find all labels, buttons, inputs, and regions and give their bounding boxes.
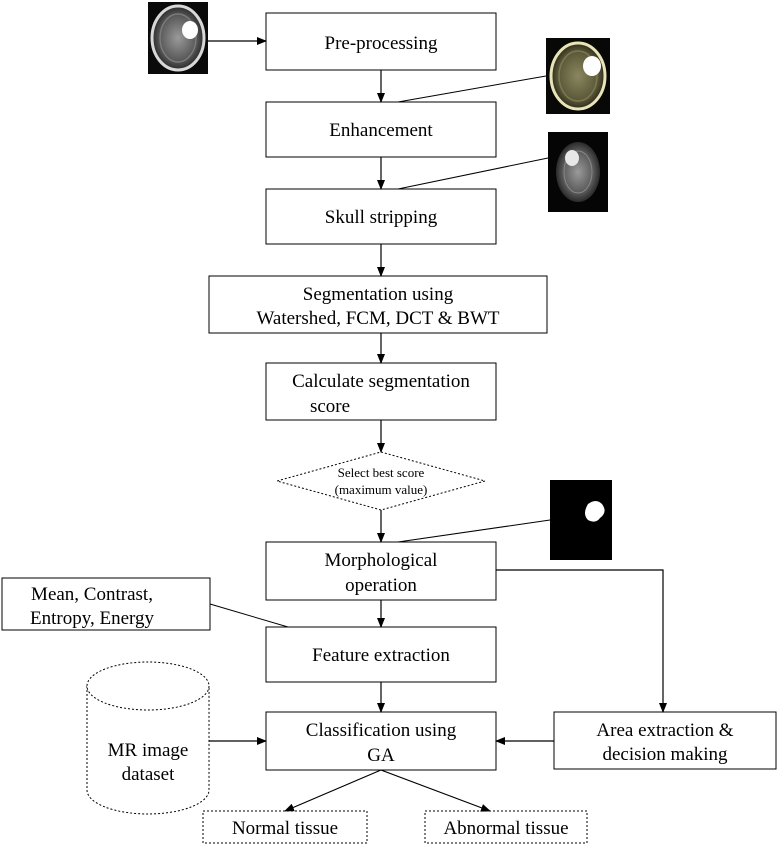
enhanced-mri-image: [546, 38, 610, 114]
classification-label-2: GA: [367, 745, 395, 766]
feature-extraction-box: [265, 626, 497, 683]
arrow-classification-to-abnormal: [380, 769, 491, 812]
morphological-box: [265, 541, 497, 601]
morphological-label-2: operation: [345, 575, 417, 596]
features-note-box: [1, 577, 211, 631]
abnormal-tissue-label: Abnormal tissue: [443, 818, 568, 839]
skull-stripped-mri-image: [548, 132, 608, 212]
classification-box: [265, 711, 497, 771]
skull-stripping-label: Skull stripping: [325, 207, 438, 228]
segmentation-label-1: Segmentation using: [303, 284, 454, 305]
segmentation-box: [208, 275, 548, 334]
morphological-label-1: Morphological: [325, 550, 438, 571]
dataset-label-2: dataset: [122, 764, 175, 785]
segmentation-label-2: Watershed, FCM, DCT & BWT: [257, 308, 500, 329]
area-extraction-box: [553, 711, 777, 770]
normal-tissue-box: [202, 810, 368, 844]
callout-features-note: [209, 603, 325, 628]
callout-skull-image: [397, 157, 549, 190]
area-extraction-label-2: decision making: [602, 744, 728, 765]
tumor-mask-image: [550, 480, 612, 560]
normal-tissue-label: Normal tissue: [232, 818, 338, 839]
enhancement-label: Enhancement: [329, 120, 433, 141]
preprocessing-box: [265, 12, 497, 71]
feature-extraction-label: Feature extraction: [312, 645, 450, 666]
features-note-label-2: Entropy, Energy: [30, 608, 155, 629]
area-extraction-label-1: Area extraction &: [596, 720, 733, 741]
callout-enhanced-image: [397, 75, 547, 103]
connectors: [208, 37, 667, 812]
calc-score-label-2: score: [310, 396, 350, 417]
classification-label-1: Classification using: [306, 720, 457, 741]
mr-image-dataset-cylinder: [86, 661, 210, 815]
select-best-score-diamond: [275, 451, 487, 511]
mri-input-image: [148, 2, 208, 74]
calc-score-box: [265, 362, 497, 421]
arrow-morphological-to-area: [496, 569, 667, 713]
dataset-label-1: MR image: [108, 740, 189, 761]
preprocessing-label: Pre-processing: [325, 33, 438, 54]
callout-mask-image: [397, 519, 551, 543]
abnormal-tissue-box: [424, 810, 588, 844]
decision-label-2: (maximum value): [335, 482, 428, 497]
calc-score-label-1: Calculate segmentation: [292, 371, 470, 392]
decision-label-1: Select best score: [338, 465, 425, 480]
features-note-label-1: Mean, Contrast,: [31, 584, 153, 605]
arrow-classification-to-normal: [284, 769, 382, 812]
